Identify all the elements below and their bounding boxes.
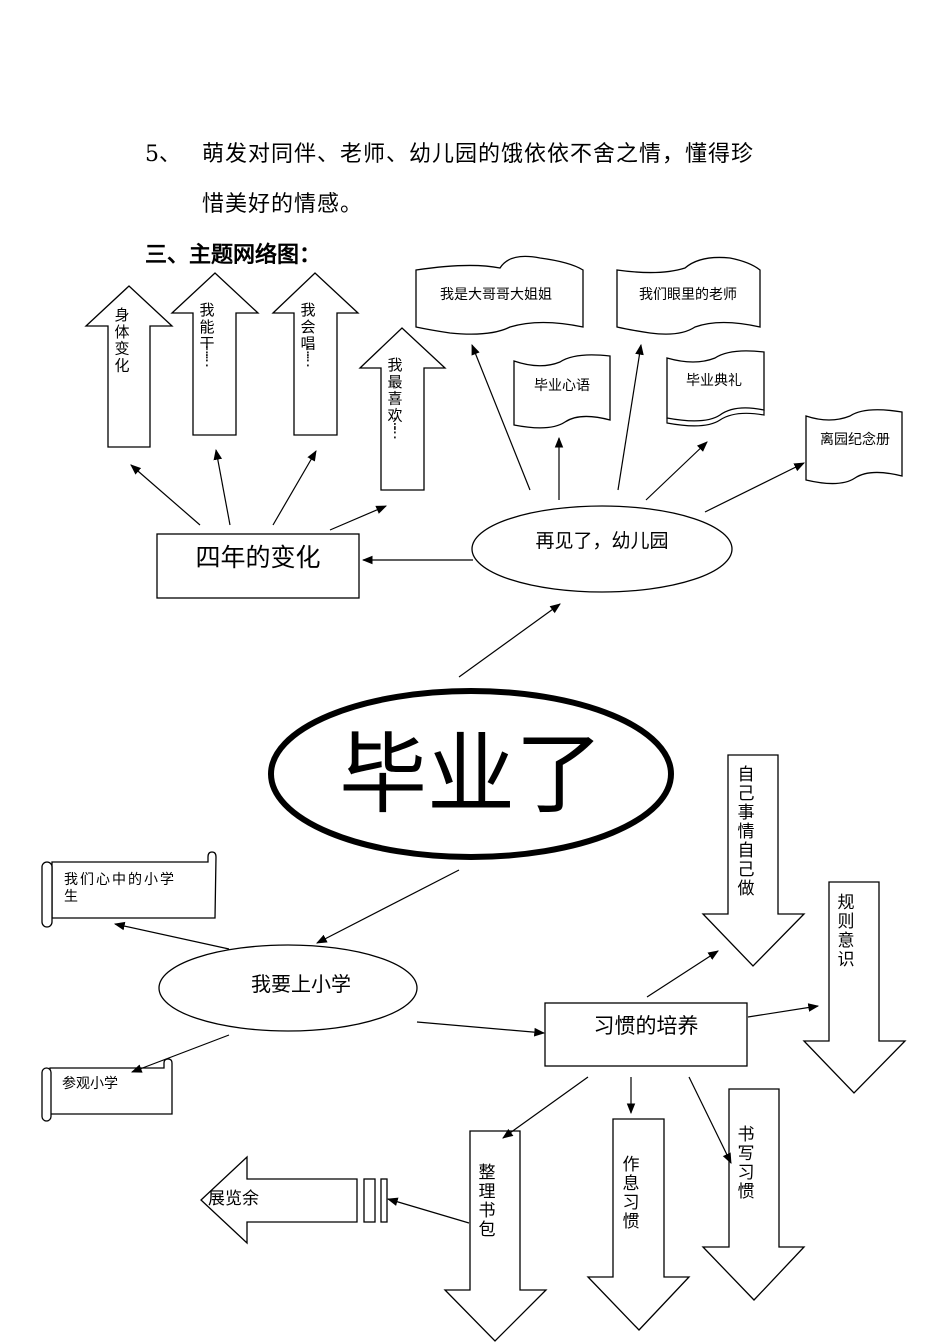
banner-graduation-words: 毕业心语 [513, 354, 611, 429]
down-arrow-rule-awareness: 规则意识 [802, 881, 907, 1094]
vertical-label: 整理书包 [479, 1163, 496, 1240]
banner-label: 毕业心语 [534, 378, 590, 394]
goal-number: 5、 [145, 142, 181, 167]
connector-arrow [213, 448, 231, 526]
connector-arrow [645, 441, 708, 501]
connector-arrow [329, 505, 387, 531]
vertical-label: 自己事情自己做 [738, 765, 755, 899]
connector-arrow [386, 1197, 470, 1224]
scroll-label: 参观小学 [62, 1075, 118, 1092]
center-label: 毕业了 [339, 723, 603, 826]
banner-farewell-album: 离园纪念册 [805, 409, 903, 485]
connector-arrow [130, 464, 201, 526]
node-going-to-primary-school: 我要上小学 [158, 944, 418, 1032]
node-label: 我要上小学 [251, 972, 351, 996]
scroll-our-ideal-pupil: 我们心中的小学 生 [41, 851, 217, 928]
banner-label: 我是大哥哥大姐姐 [440, 287, 552, 303]
left-arrow-label: 展览余 [208, 1189, 259, 1209]
banner-label: 毕业典礼 [686, 373, 742, 389]
connector-arrow [316, 869, 460, 944]
scroll-visit-primary-school: 参观小学 [41, 1058, 173, 1122]
banner-big-brother-sister: 我是大哥哥大姐姐 [415, 255, 584, 335]
connector-arrow [272, 450, 317, 526]
vertical-label: 作息习惯 [623, 1155, 640, 1232]
down-arrow-routine-habits: 作息习惯 [586, 1118, 691, 1331]
up-arrow-favorite: 我最喜欢⋮⋮ [358, 327, 447, 491]
vertical-label: 规则意识 [838, 893, 855, 970]
connector-arrow [458, 603, 561, 678]
banner-label: 离园纪念册 [820, 431, 890, 448]
up-arrow-i-can-do: 我能干⋮⋮ [170, 272, 260, 436]
node-goodbye-kindergarten: 再见了，幼儿园 [471, 505, 733, 593]
up-arrow-label: 身体变化 [114, 306, 129, 374]
up-arrow-label: 我能干⋮⋮ [199, 301, 214, 369]
left-arrow-exhibition: 展览余 [200, 1155, 388, 1245]
connector-arrow [502, 1076, 589, 1139]
connector-arrow [113, 921, 230, 950]
node-label: 再见了，幼儿园 [535, 530, 668, 552]
node-habit-cultivation: 习惯的培养 [544, 1002, 748, 1067]
up-arrow-label: 我会唱⋮⋮ [300, 301, 315, 369]
node-label: 习惯的培养 [594, 1014, 699, 1038]
node-label: 四年的变化 [195, 543, 320, 572]
connector-arrow [747, 1003, 820, 1018]
scroll-label: 我们心中的小学 [64, 872, 176, 888]
connector-arrow [646, 950, 719, 998]
goal-text-line1: 萌发对同伴、老师、幼儿园的饿依依不舍之情，懂得珍 [202, 142, 755, 167]
scroll-label-line2: 生 [64, 889, 78, 905]
section-title: 三、主题网络图： [145, 243, 322, 268]
down-arrow-organize-schoolbag: 整理书包 [443, 1130, 548, 1342]
connector-arrow [471, 343, 531, 491]
connector-arrow [130, 1034, 230, 1073]
down-arrow-do-own-things: 自己事情自己做 [701, 754, 806, 967]
goal-text-line2: 惜美好的情感。 [202, 192, 364, 217]
up-arrow-i-can-sing: 我会唱⋮⋮ [271, 272, 360, 436]
connector-arrow [617, 343, 644, 491]
down-arrow-writing-habits: 书写习惯 [701, 1088, 806, 1301]
up-arrow-body-change: 身体变化 [84, 285, 174, 448]
banner-graduation-ceremony: 毕业典礼 [666, 350, 765, 427]
node-four-year-changes: 四年的变化 [156, 533, 360, 599]
banner-label: 我们眼里的老师 [639, 287, 737, 303]
vertical-label: 书写习惯 [738, 1125, 755, 1202]
connector-arrow [416, 1021, 546, 1037]
up-arrow-label: 我最喜欢⋮⋮ [387, 356, 402, 441]
connector-arrow [688, 1076, 732, 1164]
banner-teachers-in-our-eyes: 我们眼里的老师 [616, 256, 761, 335]
node-center-graduation: 毕业了 [268, 688, 674, 860]
connector-arrow [704, 462, 805, 513]
